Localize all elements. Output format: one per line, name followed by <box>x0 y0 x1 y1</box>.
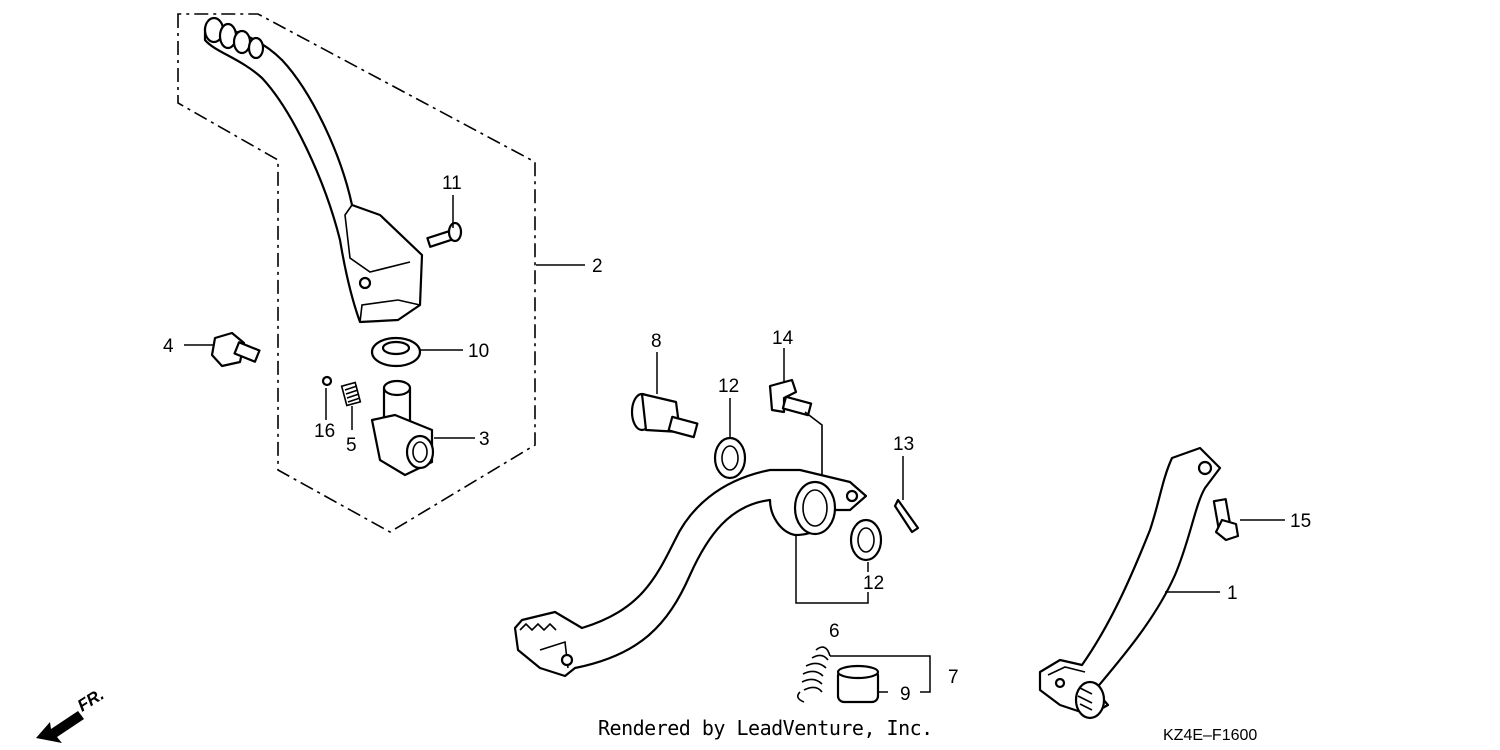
assembly-2-boundary <box>177 13 536 533</box>
callout-10: 10 <box>468 341 489 362</box>
flange-bolt-4[interactable] <box>210 331 261 368</box>
callout-2: 2 <box>592 256 603 277</box>
callout-11: 11 <box>442 173 462 194</box>
bolt-11[interactable] <box>426 221 463 248</box>
collar-9[interactable] <box>836 664 880 704</box>
callout-12b: 12 <box>863 573 884 594</box>
gearshift-pedal[interactable] <box>1038 446 1222 720</box>
front-direction-arrow-icon: FR. <box>36 685 107 743</box>
callout-12a: 12 <box>718 376 739 397</box>
callout-15: 15 <box>1290 511 1311 532</box>
callout-4: 4 <box>163 336 174 357</box>
kick-pinion-3[interactable] <box>370 379 435 477</box>
render-credit: Rendered by LeadVenture, Inc. <box>598 716 933 740</box>
cotter-pin-13[interactable] <box>893 498 920 534</box>
kick-starter-arm[interactable] <box>203 16 424 324</box>
brake-pedal[interactable] <box>513 468 868 678</box>
callouts: 1 2 3 4 5 6 7 8 9 10 11 12 12 13 14 15 1… <box>163 173 1311 705</box>
callout-5: 5 <box>346 435 357 456</box>
dust-seal-12-upper[interactable] <box>713 436 747 480</box>
callout-7: 7 <box>948 667 959 688</box>
callout-14: 14 <box>772 328 794 349</box>
callout-13: 13 <box>893 434 914 455</box>
pivot-bolt-8[interactable] <box>630 392 699 439</box>
leader-lines <box>184 195 1285 693</box>
callout-16: 16 <box>314 421 335 442</box>
ball-16[interactable] <box>321 375 333 387</box>
dust-seal-12-lower[interactable] <box>849 518 883 562</box>
callout-9: 9 <box>900 684 911 705</box>
pin-14[interactable] <box>768 378 813 417</box>
callout-6: 6 <box>829 621 840 642</box>
callout-3: 3 <box>479 429 490 450</box>
return-spring[interactable] <box>796 646 831 703</box>
bolt-15[interactable] <box>1212 498 1240 542</box>
callout-8: 8 <box>651 331 662 352</box>
direction-label: FR. <box>74 685 107 716</box>
diagram-code: KZ4E–F1600 <box>1163 727 1258 744</box>
spring-5[interactable] <box>340 381 362 407</box>
callout-1: 1 <box>1227 583 1238 604</box>
gearshift-rubber <box>1074 680 1106 720</box>
oil-seal-10[interactable] <box>370 336 422 368</box>
